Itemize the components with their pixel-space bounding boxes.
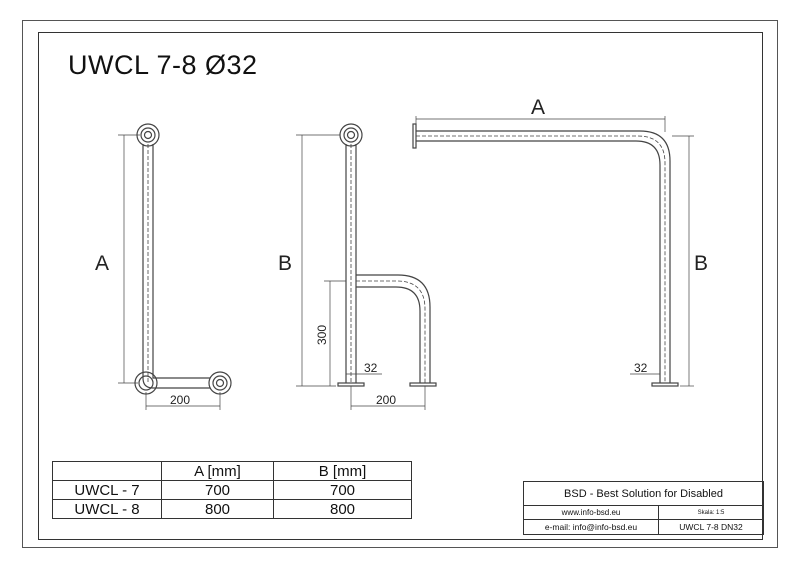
view3-dim-a-label: A — [531, 96, 545, 119]
table-header-row: A [mm] B [mm] — [52, 461, 412, 481]
table-header-cell — [52, 461, 162, 481]
view2-grab-bar — [296, 123, 437, 410]
view2-dim-32-label: 32 — [364, 361, 378, 375]
drawing-border — [38, 32, 763, 540]
table-row: UWCL - 7 700 700 — [52, 480, 412, 500]
email-text: e-mail: info@info-bsd.eu — [523, 519, 659, 535]
scale-text: Skala: 1:5 — [658, 505, 764, 520]
outer-frame — [22, 20, 778, 548]
table-cell: 700 — [273, 480, 412, 500]
table-cell: UWCL - 8 — [52, 499, 162, 519]
view1-grab-bar — [118, 123, 232, 410]
table-cell: 800 — [273, 499, 412, 519]
table-row: UWCL - 8 800 800 — [52, 499, 412, 519]
view3-grab-bar — [412, 116, 694, 387]
table-header-cell: A [mm] — [161, 461, 274, 481]
drawing-title: UWCL 7-8 Ø32 — [68, 50, 258, 80]
view2-dim-200-label: 200 — [376, 393, 396, 407]
dimensions-table: A [mm] B [mm] UWCL - 7 700 700 UWCL - 8 … — [52, 461, 412, 519]
view3-dim-b-label: B — [694, 252, 708, 275]
company-name: BSD - Best Solution for Disabled — [523, 481, 764, 506]
table-cell: 700 — [161, 480, 274, 500]
view3-dim-32-label: 32 — [634, 361, 648, 375]
website-text: www.info-bsd.eu — [523, 505, 659, 520]
table-header-cell: B [mm] — [273, 461, 412, 481]
view2-dim-300-label: 300 — [315, 325, 329, 345]
view1-dim-a-label: A — [95, 252, 109, 275]
drawing-code: UWCL 7-8 DN32 — [658, 519, 764, 535]
view1-dim-200-label: 200 — [170, 393, 190, 407]
table-cell: UWCL - 7 — [52, 480, 162, 500]
view2-dim-b-label: B — [278, 252, 292, 275]
table-cell: 800 — [161, 499, 274, 519]
title-block: BSD - Best Solution for Disabled www.inf… — [523, 481, 764, 535]
